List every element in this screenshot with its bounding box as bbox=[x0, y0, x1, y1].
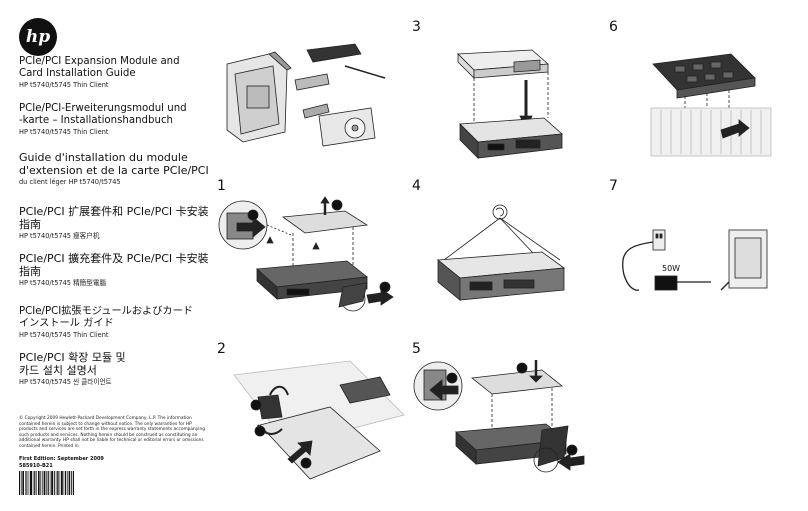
subtitle-de: HP t5740/t5745 Thin Client bbox=[19, 128, 109, 136]
title-ja: PCIe/PCI拡張モジュールおよびカード インストール ガイド bbox=[19, 306, 193, 329]
kit-contents-illustration bbox=[215, 40, 395, 160]
title-fr: Guide d'installation du module d'extensi… bbox=[19, 151, 209, 177]
title-de: PCIe/PCI-Erweiterungsmodul und -karte – … bbox=[19, 103, 187, 126]
edition-text: First Edition: September 2009 bbox=[19, 456, 104, 462]
part-number: 585910-B21 bbox=[19, 463, 53, 469]
step-6-illustration bbox=[645, 48, 775, 158]
title-en: PCIe/PCI Expansion Module and Card Insta… bbox=[19, 56, 180, 79]
step-number-7: 7 bbox=[609, 178, 618, 194]
power-adapter-label: 50W bbox=[662, 264, 681, 273]
title-block-fr: Guide d'installation du module d'extensi… bbox=[19, 151, 209, 187]
step-5-illustration bbox=[412, 356, 592, 488]
hp-logo: hp bbox=[19, 18, 57, 56]
title-block-zh-tw: PCIe/PCI 擴充套件及 PCIe/PCI 卡安裝 指南 HP t5740/… bbox=[19, 252, 209, 288]
subtitle-en: HP t5740/t5745 Thin Client bbox=[19, 81, 109, 89]
step-number-2: 2 bbox=[217, 341, 226, 357]
step-number-1: 1 bbox=[217, 178, 226, 194]
title-block-de: PCIe/PCI-Erweiterungsmodul und -karte – … bbox=[19, 103, 187, 137]
title-block-en: PCIe/PCI Expansion Module and Card Insta… bbox=[19, 56, 180, 90]
step-7-illustration bbox=[617, 220, 777, 305]
copyright-notice: © Copyright 2009 Hewlett-Packard Develop… bbox=[19, 416, 205, 449]
title-block-ja: PCIe/PCI拡張モジュールおよびカード インストール ガイド HP t574… bbox=[19, 306, 193, 340]
step-2-illustration bbox=[230, 355, 405, 485]
subtitle-zh-tw: HP t5740/t5745 精簡型電腦 bbox=[19, 279, 107, 287]
step-number-4: 4 bbox=[412, 178, 421, 194]
step-number-3: 3 bbox=[412, 19, 421, 35]
barcode-image bbox=[19, 471, 74, 495]
step-number-5: 5 bbox=[412, 341, 421, 357]
subtitle-zh-cn: HP t5740/t5745 瘦客户机 bbox=[19, 232, 100, 240]
subtitle-fr: du client léger HP t5740/t5745 bbox=[19, 178, 121, 186]
title-block-ko: PCIe/PCI 확장 모듈 및 카드 설치 설명서 HP t5740/t574… bbox=[19, 351, 126, 387]
title-zh-tw: PCIe/PCI 擴充套件及 PCIe/PCI 卡安裝 指南 bbox=[19, 252, 209, 278]
step-number-6: 6 bbox=[609, 19, 618, 35]
subtitle-ja: HP t5740/t5745 Thin Client bbox=[19, 331, 109, 339]
step-1-illustration bbox=[217, 195, 402, 320]
step-4-illustration bbox=[430, 198, 590, 306]
title-zh-cn: PCIe/PCI 扩展套件和 PCIe/PCI 卡安装 指南 bbox=[19, 205, 209, 231]
title-ko: PCIe/PCI 확장 모듈 및 카드 설치 설명서 bbox=[19, 351, 126, 377]
title-block-zh-cn: PCIe/PCI 扩展套件和 PCIe/PCI 卡安装 指南 HP t5740/… bbox=[19, 205, 209, 241]
step-3-illustration bbox=[440, 40, 590, 165]
subtitle-ko: HP t5740/t5745 씬 클라이언트 bbox=[19, 378, 112, 386]
